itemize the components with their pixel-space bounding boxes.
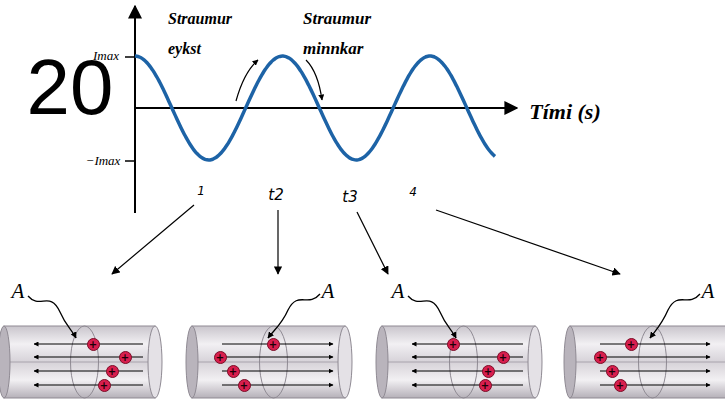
axis-label: Tími (s) <box>529 100 601 124</box>
fall-arrow <box>306 60 322 100</box>
wire-tubes <box>0 326 725 398</box>
time-label: t3 <box>342 189 357 206</box>
charge: + <box>227 365 240 378</box>
charge: + <box>497 351 510 364</box>
charge: + <box>119 351 132 364</box>
area-label: A <box>322 280 335 303</box>
wire-tube <box>564 326 725 398</box>
leader-lines <box>112 205 620 274</box>
area-label: A <box>392 280 405 303</box>
charge: + <box>214 351 227 364</box>
charge: + <box>614 379 627 392</box>
charge: + <box>238 379 251 392</box>
charge: + <box>482 365 495 378</box>
charge: + <box>267 338 280 351</box>
fall-label: Straumur minnkar <box>303 4 399 64</box>
charge: + <box>98 379 111 392</box>
rise-arrow <box>236 60 258 101</box>
max-label: Imax <box>93 49 119 63</box>
min-label: −Imax <box>86 154 121 168</box>
charge: + <box>447 338 460 351</box>
charge: + <box>606 365 619 378</box>
rise-label: Straumur eykst <box>168 4 250 64</box>
area-label: A <box>702 280 715 303</box>
area-arrows <box>28 294 700 338</box>
charge: + <box>625 338 638 351</box>
current-wave <box>135 56 495 160</box>
axes <box>125 6 517 213</box>
time-label: 1 <box>197 185 205 198</box>
charge: + <box>479 379 492 392</box>
area-label: A <box>12 280 25 303</box>
wire-tube <box>0 326 162 398</box>
charge: + <box>594 351 607 364</box>
charge: + <box>106 365 119 378</box>
time-label: t2 <box>268 187 283 204</box>
time-label: 4 <box>409 186 417 199</box>
charge: + <box>87 338 100 351</box>
wire-tube <box>376 326 542 398</box>
